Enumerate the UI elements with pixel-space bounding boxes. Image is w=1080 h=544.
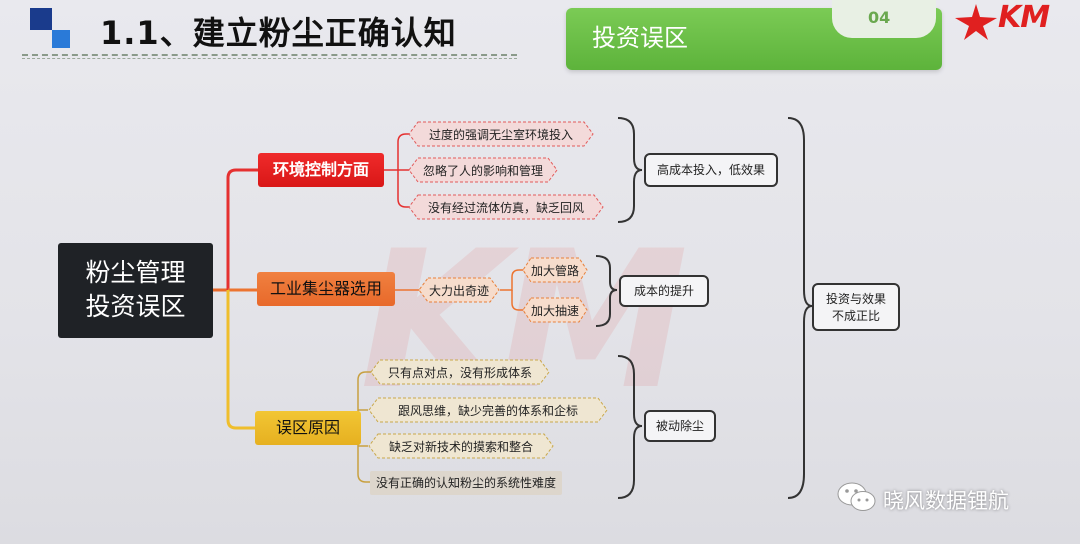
page-title: 1.1、建立粉尘正确认知 bbox=[100, 14, 457, 52]
logo-square-large bbox=[30, 8, 52, 30]
cause-item-1-text: 只有点对点，没有形成体系 bbox=[387, 365, 532, 380]
dust-sub-node-text: 大力出奇迹 bbox=[428, 283, 489, 298]
page-number-tab bbox=[832, 0, 936, 38]
category-dust-collector-selection: 工业集尘器选用 bbox=[257, 272, 395, 306]
conclusion-line-2: 不成正比 bbox=[831, 309, 880, 323]
env-item-3: 没有经过流体仿真，缺乏回风 bbox=[408, 194, 604, 220]
conclusion-line-1: 投资与效果 bbox=[825, 292, 886, 306]
cause-item-3-text: 缺乏对新技术的摸索和整合 bbox=[388, 439, 533, 454]
logo-square-small bbox=[52, 30, 70, 48]
title-underline-2 bbox=[22, 58, 517, 59]
cause-item-3: 缺乏对新技术的摸索和整合 bbox=[368, 433, 554, 459]
summary-cost-increase: 成本的提升 bbox=[619, 275, 709, 307]
category-misconception-causes: 误区原因 bbox=[255, 411, 361, 445]
dust-item-2: 加大抽速 bbox=[522, 297, 588, 323]
env-item-2: 忽略了人的影响和管理 bbox=[408, 157, 558, 183]
title-underline bbox=[22, 54, 517, 56]
dust-sub-node: 大力出奇迹 bbox=[418, 277, 500, 303]
star-icon bbox=[955, 4, 997, 40]
wechat-account-label: 晓风数据锂航 bbox=[883, 489, 1009, 513]
conclusion-box: 投资与效果 不成正比 bbox=[812, 283, 900, 331]
brand-logo: KM bbox=[998, 0, 1050, 35]
banner-title: 投资误区 bbox=[592, 24, 688, 52]
root-node: 粉尘管理 投资误区 bbox=[58, 243, 213, 338]
cause-item-1: 只有点对点，没有形成体系 bbox=[370, 359, 550, 385]
dust-item-1: 加大管路 bbox=[522, 257, 588, 283]
env-item-1-text: 过度的强调无尘室环境投入 bbox=[428, 127, 573, 142]
dust-item-2-text: 加大抽速 bbox=[530, 303, 579, 318]
cause-item-4: 没有正确的认知粉尘的系统性难度 bbox=[370, 471, 562, 495]
summary-passive-dust-removal: 被动除尘 bbox=[644, 410, 716, 442]
dust-item-1-text: 加大管路 bbox=[530, 263, 579, 278]
env-item-2-text: 忽略了人的影响和管理 bbox=[422, 163, 543, 178]
page-number: 04 bbox=[868, 8, 891, 27]
wechat-icon bbox=[837, 482, 876, 511]
root-line-2: 投资误区 bbox=[85, 292, 186, 321]
env-item-3-text: 没有经过流体仿真，缺乏回风 bbox=[427, 200, 584, 215]
root-line-1: 粉尘管理 bbox=[85, 258, 186, 287]
category-environment-control: 环境控制方面 bbox=[258, 153, 384, 187]
env-item-1: 过度的强调无尘室环境投入 bbox=[408, 121, 594, 147]
cause-item-2: 跟风思维，缺少完善的体系和企标 bbox=[368, 397, 608, 423]
cause-item-2-text: 跟风思维，缺少完善的体系和企标 bbox=[397, 403, 578, 418]
summary-high-cost: 高成本投入，低效果 bbox=[644, 153, 778, 187]
